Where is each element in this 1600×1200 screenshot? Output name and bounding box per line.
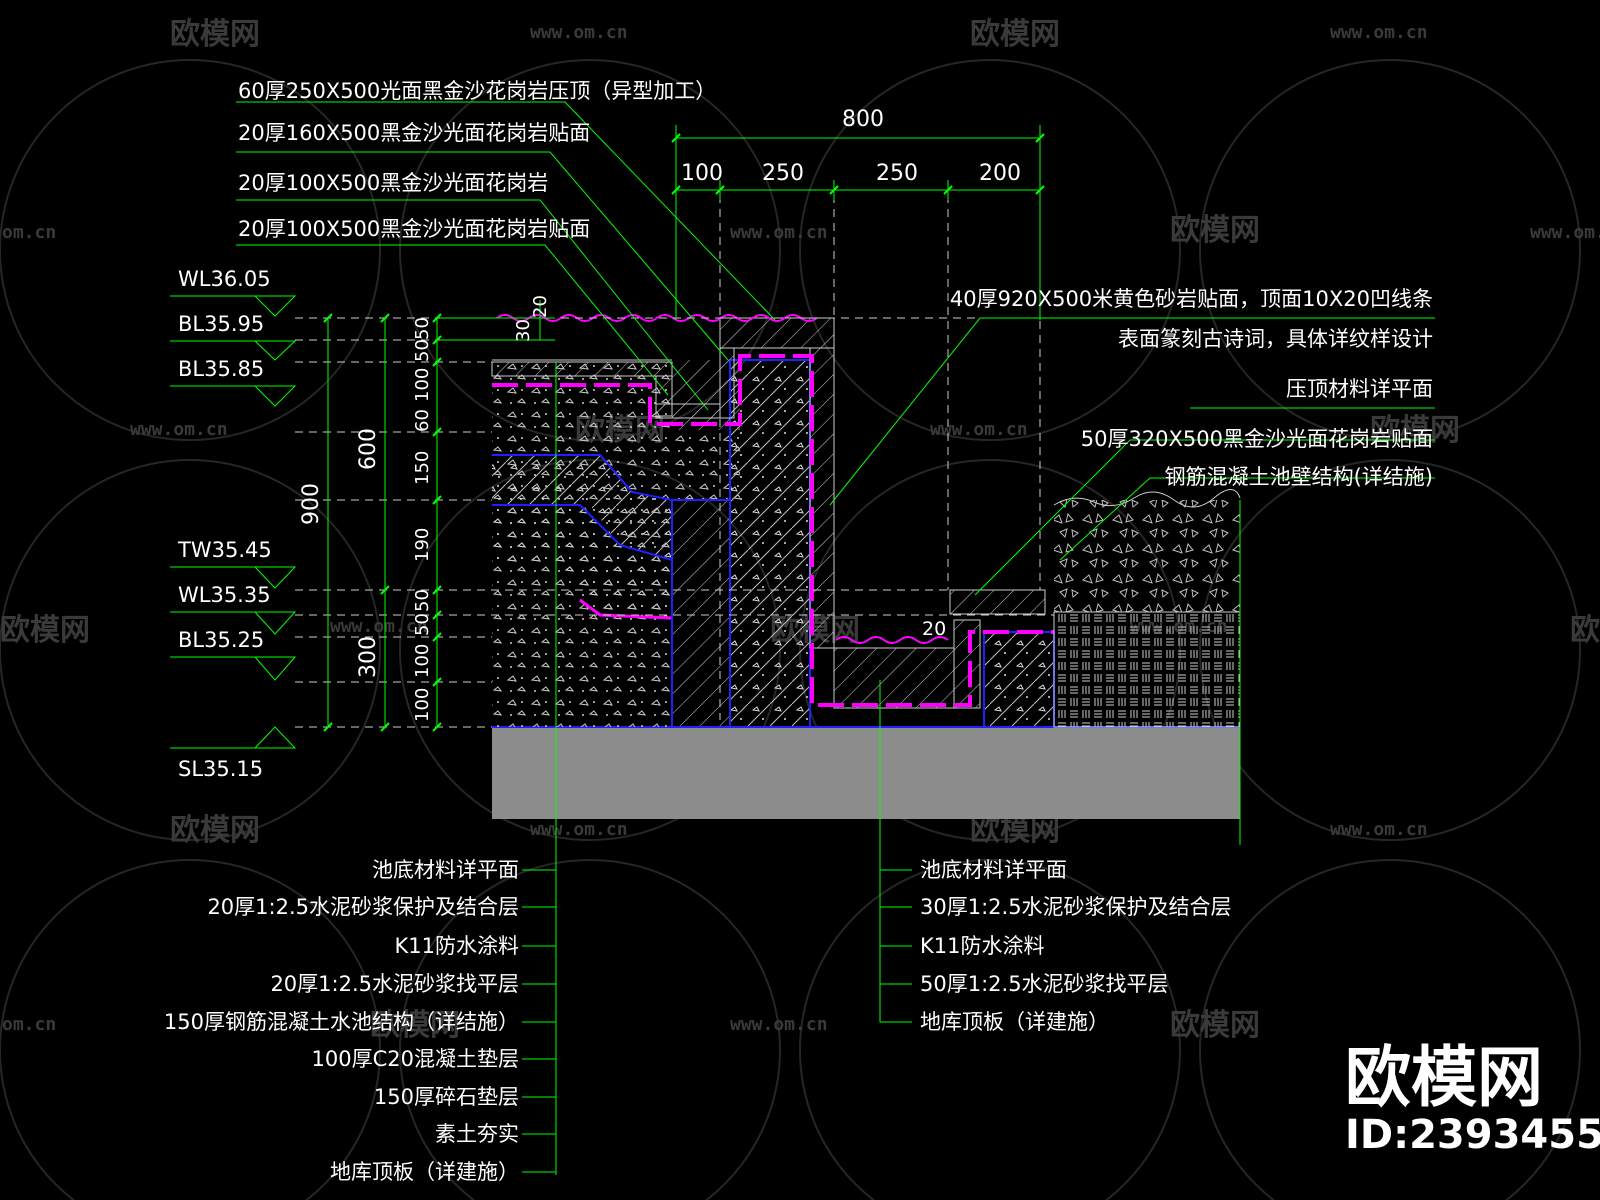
planting-area <box>1053 489 1241 845</box>
top-dim-seg-2: 250 <box>762 161 804 186</box>
top-dim-seg-4: 200 <box>979 161 1021 186</box>
top-label-cladding-100: 20厚100X500黑金沙光面花岗岩贴面 <box>238 217 590 241</box>
watermark-url: www.om.cn <box>530 819 628 840</box>
watermark-brand: 欧模网 <box>1370 413 1460 448</box>
watermark-brand: 欧模网 <box>370 1008 460 1043</box>
vdim-inner-60: 60 <box>412 409 433 432</box>
inner-small-dim: 20 <box>922 618 946 640</box>
vdim-inner-150: 150 <box>412 451 433 485</box>
vdim-inner-20: 20 <box>530 295 551 318</box>
br-label-1: 池底材料详平面 <box>920 858 1067 882</box>
vdim-upper: 600 <box>356 428 381 470</box>
water-surface <box>496 314 949 644</box>
top-label-leaders <box>236 101 776 411</box>
watermark-url: www.om.cn <box>330 616 428 637</box>
br-label-3: K11防水涂料 <box>920 934 1045 958</box>
big-watermark-brand: 欧模网 <box>1345 1039 1543 1116</box>
top-label-coping: 60厚250X500光面黑金沙花岗岩压顶（异型加工） <box>238 79 716 103</box>
right-label-sandstone: 40厚920X500米黄色砂岩贴面，顶面10X20凹线条 <box>950 287 1433 311</box>
watermark-brand: 欧模网 <box>0 613 90 648</box>
vdim-inner-100c: 100 <box>412 688 433 722</box>
level-wl-35-35: WL35.35 <box>178 583 271 607</box>
waterproof-layer <box>492 354 1054 707</box>
top-label-cladding-160: 20厚160X500黑金沙光面花岗岩贴面 <box>238 121 590 145</box>
right-label-rc-wall: 钢筋混凝土池壁结构(详结施) <box>1165 465 1433 489</box>
top-dim-seg-3: 250 <box>876 161 918 186</box>
vdim-lower: 300 <box>356 636 381 678</box>
watermark-url: om.cn <box>2 222 56 243</box>
bl-label-4: 20厚1:2.5水泥砂浆找平层 <box>270 972 519 996</box>
level-sl-35-15: SL35.15 <box>178 757 263 781</box>
watermark-url: www.om.cn <box>730 222 828 243</box>
top-labels: 60厚250X500光面黑金沙花岗岩压顶（异型加工） 20厚160X500黑金沙… <box>238 79 716 241</box>
top-label-granite-100: 20厚100X500黑金沙光面花岗岩 <box>238 171 548 195</box>
vdim-inner-100b: 100 <box>412 644 433 678</box>
br-label-5: 地库顶板（详建施） <box>920 1010 1109 1034</box>
vdim-inner-50d: 50 <box>412 613 433 636</box>
bottom-right-leaders <box>879 680 912 1023</box>
watermark-url: www.om.cn <box>1330 819 1428 840</box>
top-dim-seg-1: 100 <box>681 161 723 186</box>
watermark-brand: 欧模网 <box>1570 613 1600 648</box>
vdim-inner-50c: 50 <box>412 589 433 612</box>
right-label-engraving: 表面篆刻古诗词，具体详纹样设计 <box>1118 327 1433 351</box>
bl-label-2: 20厚1:2.5水泥砂浆保护及结合层 <box>207 895 519 919</box>
bl-label-3: K11防水涂料 <box>395 934 520 958</box>
watermark-url: www.om.cn <box>1330 22 1428 43</box>
level-tw-35-45: TW35.45 <box>177 538 272 562</box>
level-bl-35-95: BL35.95 <box>178 312 264 336</box>
watermark-url: www.om.cn <box>1530 222 1600 243</box>
bl-label-1: 池底材料详平面 <box>372 858 519 882</box>
basement-roof-slab <box>492 727 1240 819</box>
bottom-right-labels: 池底材料详平面 30厚1:2.5水泥砂浆保护及结合层 K11防水涂料 50厚1:… <box>920 858 1232 1034</box>
granite-coping <box>491 317 835 419</box>
level-markers <box>170 295 297 749</box>
level-wl-36-05: WL36.05 <box>178 267 271 291</box>
vdim-inner-50a: 50 <box>412 317 433 340</box>
vdim-outer: 900 <box>299 483 324 525</box>
watermark-url: om.cn <box>2 1014 56 1035</box>
vertical-dim-ticks <box>323 313 442 732</box>
vdim-inner-30: 30 <box>513 319 534 342</box>
watermark-url: www.om.cn <box>530 22 628 43</box>
vdim-inner-100a: 100 <box>412 368 433 402</box>
bl-label-8: 素土夯实 <box>435 1122 519 1146</box>
watermark-brand: 欧模网 <box>1170 1008 1260 1043</box>
vdim-inner-50b: 50 <box>412 339 433 362</box>
right-label-granite-320: 50厚320X500黑金沙光面花岗岩贴面 <box>1081 427 1433 451</box>
bl-label-7: 150厚碎石垫层 <box>374 1085 519 1109</box>
watermark-brand: 欧模网 <box>1170 213 1260 248</box>
level-bl-35-25: BL35.25 <box>178 628 264 652</box>
right-labels: 40厚920X500米黄色砂岩贴面，顶面10X20凹线条 表面篆刻古诗词，具体详… <box>950 287 1433 489</box>
top-dim-total: 800 <box>842 107 884 132</box>
bl-label-5: 150厚钢筋混凝土水池结构（详结施） <box>164 1010 519 1034</box>
big-watermark-id: ID:2393455 <box>1345 1112 1600 1158</box>
vdim-inner-190: 190 <box>412 528 433 562</box>
watermark-url: www.om.cn <box>130 419 228 440</box>
bl-label-9: 地库顶板（详建施） <box>330 1160 519 1184</box>
bl-label-6: 100厚C20混凝土垫层 <box>312 1047 519 1071</box>
level-bl-35-85: BL35.85 <box>178 357 264 381</box>
vertical-dimension-lines <box>327 300 555 727</box>
bottom-left-leaders <box>522 362 557 1175</box>
watermark-url: www.om.cn <box>930 419 1028 440</box>
top-dimension-chain <box>671 125 1045 320</box>
left-soil-layers <box>492 359 740 727</box>
watermark-brand: 欧模网 <box>170 813 260 848</box>
bottom-left-labels: 池底材料详平面 20厚1:2.5水泥砂浆保护及结合层 K11防水涂料 20厚1:… <box>164 858 519 1184</box>
watermark-brand: 欧模网 <box>970 17 1060 52</box>
right-label-leaders <box>829 317 1435 596</box>
br-label-4: 50厚1:2.5水泥砂浆找平层 <box>920 972 1169 996</box>
watermark-brand: 欧模网 <box>170 17 260 52</box>
br-label-2: 30厚1:2.5水泥砂浆保护及结合层 <box>920 895 1232 919</box>
watermark-url: www.om.cn <box>730 1014 828 1035</box>
right-label-coping-plan: 压顶材料详平面 <box>1286 377 1433 401</box>
